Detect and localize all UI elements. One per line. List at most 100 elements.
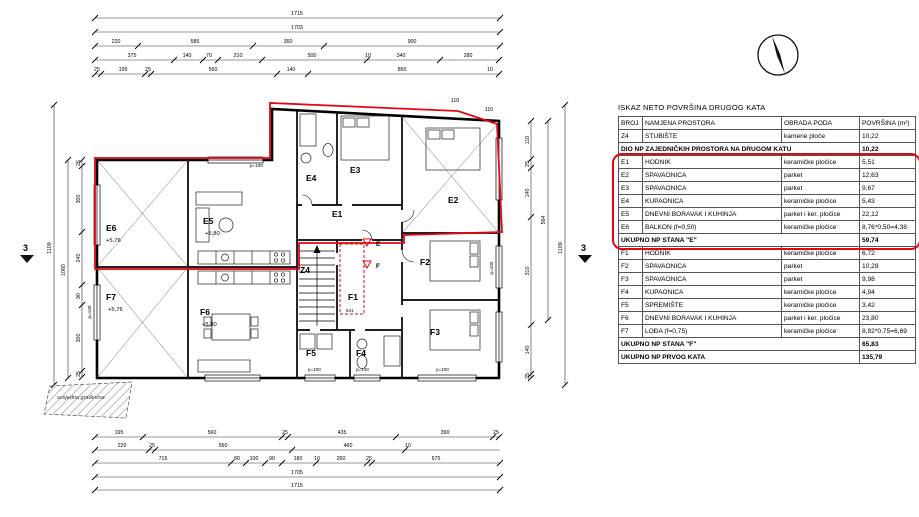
room-label-e6: E6 bbox=[106, 223, 117, 233]
dim-label: 300 bbox=[76, 195, 82, 204]
cell-namjena: BALKON (f=0,50) bbox=[642, 220, 782, 234]
table-row-subtotal: UKUPNO NP STANA "E" 59,74 bbox=[618, 233, 916, 247]
dim-label: 460 bbox=[344, 443, 353, 449]
dimension-lines-right: 110 25 140 310 140 25 564 1109 110 110 bbox=[451, 98, 569, 389]
room-label-f5: F5 bbox=[306, 348, 316, 358]
cell-povrsina: 10,28 bbox=[859, 259, 916, 273]
cell-obrada: parket bbox=[781, 272, 860, 286]
room-label-e4: E4 bbox=[306, 173, 317, 183]
header-broj: BROJ bbox=[618, 116, 643, 130]
dim-label: 25 bbox=[149, 443, 155, 449]
dimension-lines-bottom: 195 560 25 435 390 25 220 25 560 460 10 … bbox=[91, 430, 504, 494]
cell-broj: E3 bbox=[618, 181, 643, 195]
cell-obrada: kamene ploče bbox=[781, 129, 860, 143]
cell-namjena: SPAVAONICA bbox=[642, 259, 782, 273]
dim-label: 1109 bbox=[47, 242, 53, 253]
header-namjena: NAMJENA PROSTORA bbox=[642, 116, 782, 130]
room-label-f2: F2 bbox=[420, 257, 430, 267]
table-row: F4 KUPAONICA keramičke pločice 4,94 bbox=[618, 285, 916, 299]
dim-label: 390 bbox=[441, 430, 450, 436]
cell-broj: F2 bbox=[618, 259, 643, 273]
dim-label: 25 bbox=[94, 67, 100, 73]
cell-povrsina: 135,79 bbox=[859, 350, 916, 364]
cell-broj: E4 bbox=[618, 194, 643, 208]
dim-label: 1703 bbox=[291, 25, 303, 31]
door-openings bbox=[302, 203, 404, 332]
table-row: F6 DNEVNI BORAVAK I KUHINJA parket i ker… bbox=[618, 311, 916, 325]
parapet-label: p=100 bbox=[436, 367, 449, 372]
dim-label: 195 bbox=[119, 67, 128, 73]
dim-label: 140 bbox=[183, 53, 192, 59]
room-label-f1: F1 bbox=[348, 292, 358, 302]
table-row: Z4 STUBIŠTE kamene ploče 10,22 bbox=[618, 129, 916, 143]
dim-label: 100 bbox=[250, 456, 259, 462]
cell-broj: F4 bbox=[618, 285, 643, 299]
cell-povrsina: 10,22 bbox=[859, 129, 916, 143]
north-arrow-icon bbox=[757, 34, 799, 76]
room-label-e1: E1 bbox=[332, 209, 343, 219]
cell-broj: F5 bbox=[618, 298, 643, 312]
dim-label: 560 bbox=[219, 443, 228, 449]
dim-label: 210 bbox=[234, 53, 243, 59]
cell-obrada: keramičke pločice bbox=[781, 155, 860, 169]
table-row: E1 HODNIK keramičke pločice 5,51 bbox=[618, 155, 916, 169]
dim-label: 10 bbox=[405, 443, 411, 449]
table-title: ISKAZ NETO POVRŠINA DRUGOG KATA bbox=[618, 103, 766, 112]
table-row: E6 BALKON (f=0,50) keramičke pločice 8,7… bbox=[618, 220, 916, 234]
dim-label: 850 bbox=[398, 67, 407, 73]
cell-obrada: keramičke pločice bbox=[781, 194, 860, 208]
room-label-e5: E5 bbox=[203, 216, 214, 226]
section-number: 3 bbox=[581, 243, 586, 253]
elevation-f6: +5,80 bbox=[202, 322, 217, 328]
dim-label: 25 bbox=[76, 371, 82, 377]
cell-povrsina: 8,92*0,75=6,69 bbox=[859, 324, 916, 338]
cell-namjena: UKUPNO NP STANA "E" bbox=[618, 233, 860, 247]
room-label-f7: F7 bbox=[106, 292, 116, 302]
cell-povrsina: 59,74 bbox=[859, 233, 916, 247]
cell-obrada: parket bbox=[781, 181, 860, 195]
section-marker-left: 3 bbox=[20, 243, 34, 263]
dim-label: 1060 bbox=[61, 264, 67, 276]
header-obrada: OBRADA PODA bbox=[781, 116, 860, 130]
dimension-lines-left: 1109 1060 25 300 240 90 300 25 bbox=[47, 101, 86, 389]
furniture bbox=[195, 113, 481, 373]
dim-label: 10 bbox=[487, 67, 493, 73]
dim-label: 1109 bbox=[558, 242, 564, 253]
table-row-grand-total: UKUPNO NP PRVOG KATA 135,79 bbox=[618, 350, 916, 364]
cell-povrsina: 12,63 bbox=[859, 168, 916, 182]
dim-label: 70 bbox=[206, 53, 212, 59]
table-row-subtotal: DIO NP ZAJEDNIČKIH PROSTORA NA DRUGOM KA… bbox=[618, 142, 916, 156]
cell-broj: F1 bbox=[618, 246, 643, 260]
section-marker-right: 3 bbox=[578, 243, 592, 263]
dim-label: 280 bbox=[464, 53, 473, 59]
cell-broj: F3 bbox=[618, 272, 643, 286]
cell-obrada: keramičke pločice bbox=[781, 324, 860, 338]
table-row: F5 SPREMIŠTE keramičke pločice 3,42 bbox=[618, 298, 916, 312]
windows bbox=[93, 137, 503, 382]
dim-label: 140 bbox=[525, 346, 531, 355]
dim-label: 310 bbox=[525, 267, 531, 276]
cell-povrsina: 6,72 bbox=[859, 246, 916, 260]
area-table: BROJ NAMJENA PROSTORA OBRADA PODA POVRŠI… bbox=[618, 116, 916, 364]
dim-label: 560 bbox=[209, 67, 218, 73]
parapet-label: p=100 bbox=[308, 367, 321, 372]
cell-povrsina: 8,76*0,50=4,38 bbox=[859, 220, 916, 234]
interior-walls bbox=[97, 110, 499, 378]
dim-label: 140 bbox=[525, 189, 531, 198]
table-row: E2 SPAVAONICA parket 12,63 bbox=[618, 168, 916, 182]
room-label-z4: Z4 bbox=[300, 265, 310, 275]
staircase bbox=[299, 245, 335, 326]
dim-label: 560 bbox=[208, 430, 217, 436]
room-label-e2: E2 bbox=[448, 195, 459, 205]
dim-label: 585 bbox=[191, 39, 200, 45]
parapet-label: p=100 bbox=[87, 305, 92, 318]
elevation-e6: +5,76 bbox=[106, 238, 121, 244]
room-label-e3: E3 bbox=[350, 165, 361, 175]
cell-obrada: parket bbox=[781, 168, 860, 182]
area-table-panel: ISKAZ NETO POVRŠINA DRUGOG KATA BROJ NAM… bbox=[612, 103, 919, 364]
table-row: F7 LOĐA (f=0,75) keramičke pločice 8,92*… bbox=[618, 324, 916, 338]
cell-povrsina: 4,94 bbox=[859, 285, 916, 299]
table-row: F1 HODNIK keramičke pločice 6,72 bbox=[618, 246, 916, 260]
dim-label: 25 bbox=[366, 456, 372, 462]
